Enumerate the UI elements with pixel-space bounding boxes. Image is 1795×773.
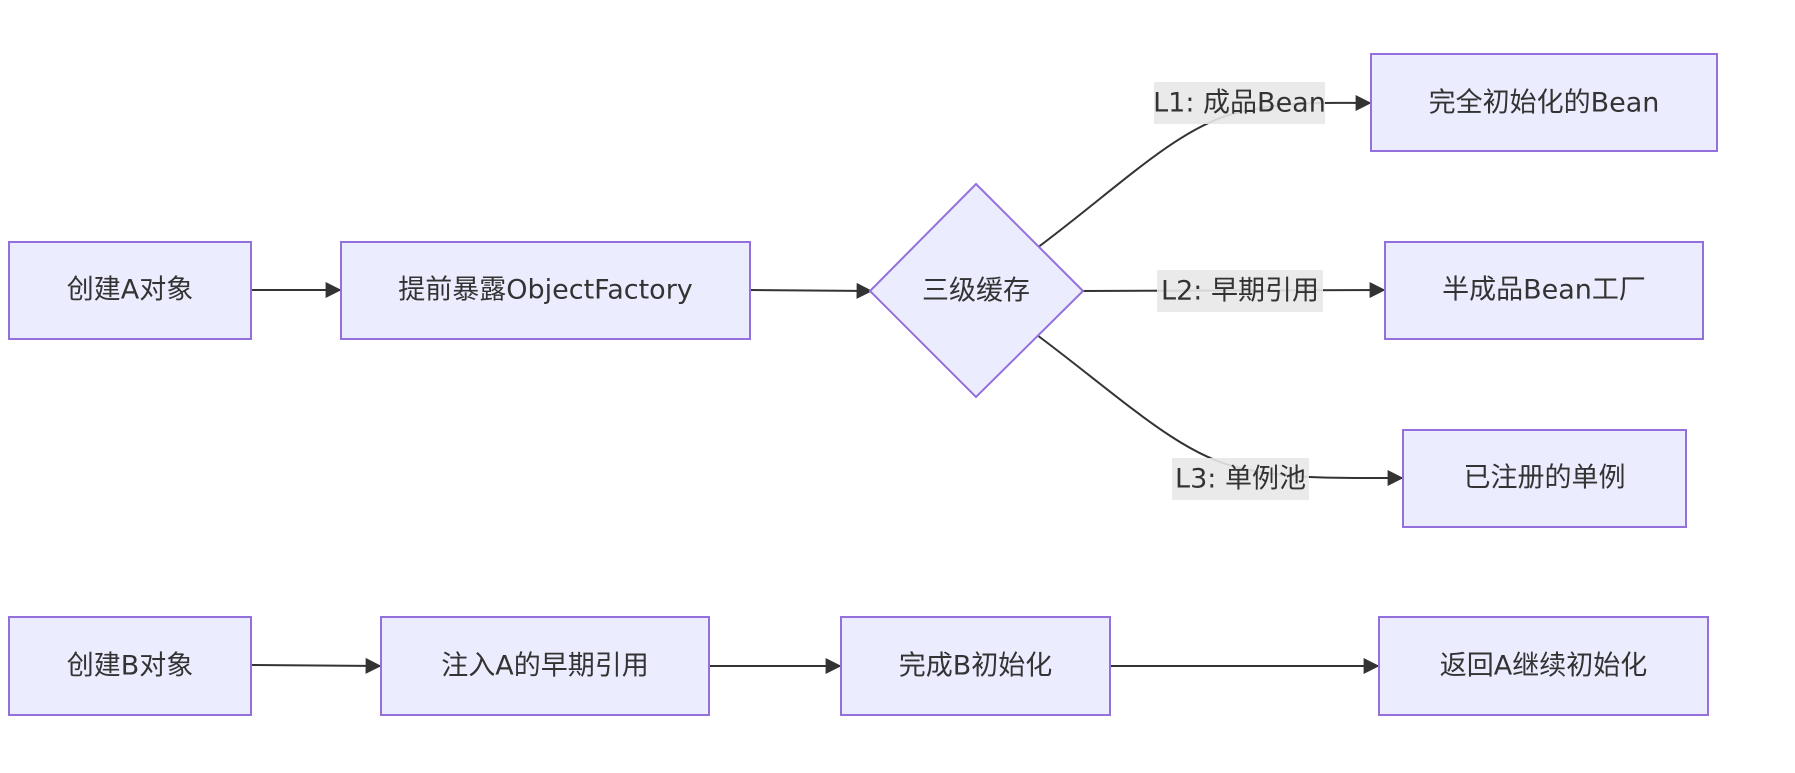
edge-cache-to-registered-singleton	[1036, 334, 1404, 487]
edge-label-l1-text: L1: 成品Bean	[1153, 88, 1326, 119]
edge-label-l3-text: L3: 单例池	[1175, 464, 1306, 495]
edges	[249, 94, 1404, 674]
node-create-b-label: 创建B对象	[67, 651, 194, 682]
node-expose-factory-label: 提前暴露ObjectFactory	[398, 275, 693, 306]
node-fully-initialized-label: 完全初始化的Bean	[1429, 88, 1660, 119]
node-create-a: 创建A对象	[8, 241, 252, 340]
edge-label-l1: L1: 成品Bean	[1153, 82, 1326, 124]
edge-label-l3: L3: 单例池	[1172, 458, 1309, 500]
node-registered-singleton: 已注册的单例	[1402, 429, 1687, 528]
node-registered-singleton-label: 已注册的单例	[1464, 463, 1626, 494]
node-half-bean-factory: 半成品Bean工厂	[1384, 241, 1704, 340]
node-finish-b: 完成B初始化	[840, 616, 1111, 716]
edge-label-l2: L2: 早期引用	[1157, 270, 1323, 312]
node-three-level-cache-label: 三级缓存	[922, 276, 1030, 307]
node-return-a-label: 返回A继续初始化	[1440, 651, 1647, 682]
node-create-b: 创建B对象	[8, 616, 252, 716]
node-fully-initialized: 完全初始化的Bean	[1370, 53, 1718, 152]
edge-create-b-to-inject-a	[249, 657, 382, 674]
node-inject-a-early: 注入A的早期引用	[380, 616, 710, 716]
node-half-bean-factory-label: 半成品Bean工厂	[1442, 275, 1646, 306]
edge-label-l2-text: L2: 早期引用	[1161, 276, 1319, 307]
node-expose-factory: 提前暴露ObjectFactory	[340, 241, 751, 340]
decision-diamond	[868, 182, 1085, 399]
edge-cache-to-fully-initialized	[1036, 94, 1372, 249]
edge-expose-factory-to-cache	[749, 282, 873, 299]
node-inject-a-early-label: 注入A的早期引用	[441, 651, 648, 682]
node-create-a-label: 创建A对象	[67, 275, 193, 306]
node-return-a: 返回A继续初始化	[1378, 616, 1709, 716]
node-finish-b-label: 完成B初始化	[899, 651, 1053, 682]
node-three-level-cache: 三级缓存	[868, 182, 1085, 399]
